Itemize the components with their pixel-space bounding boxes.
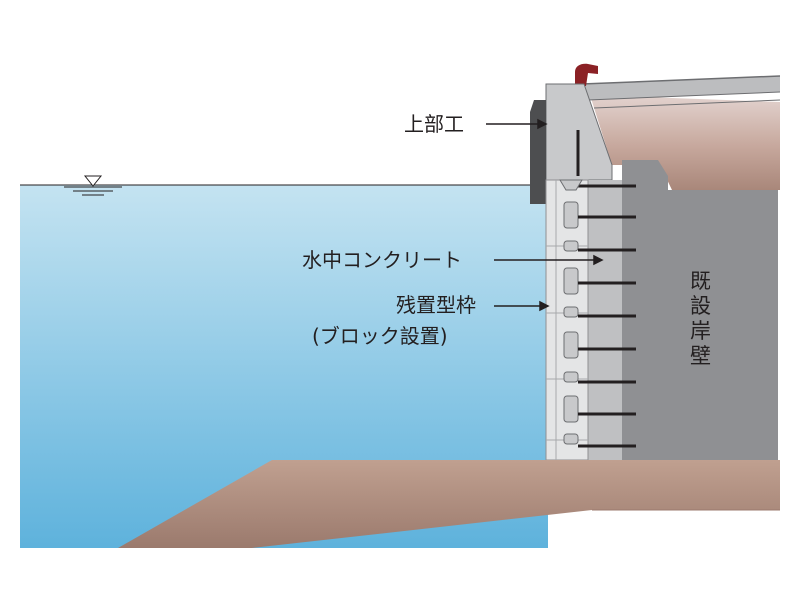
label-underwater-concrete: 水中コンクリート — [302, 248, 462, 272]
label-superstructure: 上部工 — [404, 112, 464, 136]
existing-quay-wall-upper — [660, 190, 778, 206]
superstructure-facing — [530, 100, 546, 204]
water-level-icon — [64, 175, 122, 196]
label-existing-wall-char: 岸 — [690, 319, 711, 343]
backfill-soil — [590, 95, 780, 190]
formwork-notch — [559, 179, 583, 191]
formwork-holes — [563, 201, 579, 445]
label-existing-wall: 既 設 岸 壁 — [690, 269, 711, 368]
label-existing-wall-char: 壁 — [690, 344, 711, 368]
leader-lines — [486, 118, 604, 312]
anchor-bars — [578, 184, 636, 448]
label-formwork-line2: (ブロック設置) — [312, 324, 448, 348]
deck-slab — [581, 75, 781, 109]
existing-quay-wall — [622, 160, 778, 460]
label-existing-wall-char: 設 — [690, 294, 711, 318]
underwater-concrete — [588, 180, 622, 460]
label-formwork-line1: 残置型枠 — [396, 293, 476, 317]
bollard-fitting — [575, 63, 598, 86]
label-existing-wall-char: 既 — [690, 269, 711, 293]
seabed-mound — [118, 460, 780, 548]
